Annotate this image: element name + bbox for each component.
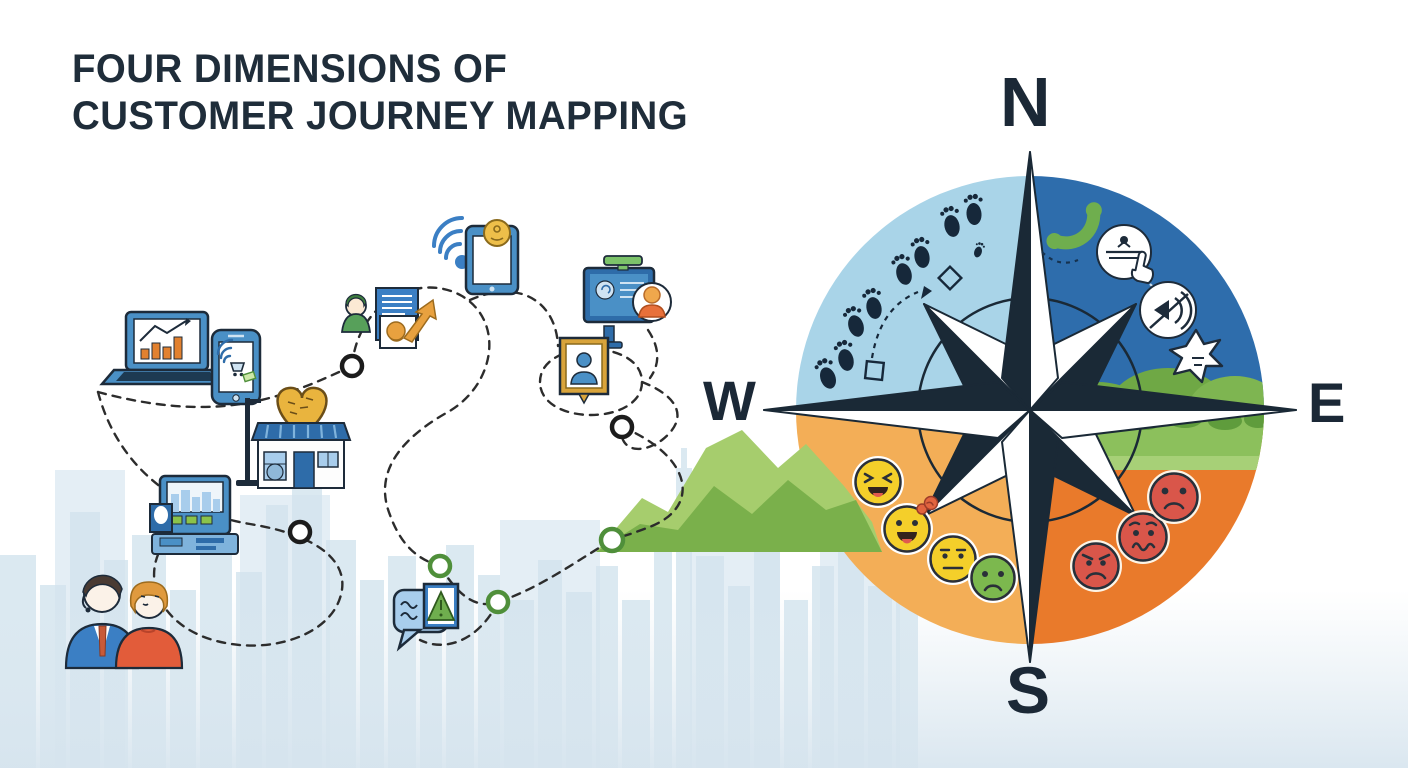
path-node-green (485, 589, 511, 615)
compass-label-west: W (703, 369, 756, 432)
emoji-sad-red (1147, 470, 1201, 524)
compass-label-south: S (1006, 653, 1051, 727)
title-line-1: FOUR DIMENSIONS OF (72, 47, 508, 91)
footprints-arrow-path (870, 290, 919, 359)
emoji-sad-green (968, 553, 1018, 603)
emoji-laughing (852, 456, 904, 508)
support-agent-with-documents-icon (340, 287, 437, 349)
arrowhead (921, 286, 932, 299)
wifi-tablet-notification-icon (432, 216, 520, 296)
title-line-2: CUSTOMER JOURNEY MAPPING (72, 94, 689, 138)
shopping-phone-icon (210, 328, 262, 406)
compass-label-north: N (1000, 63, 1051, 141)
customer-portrait-frame-icon (558, 336, 610, 405)
bottom-haze (0, 590, 1408, 768)
self-service-kiosk-icon (149, 474, 239, 555)
positive-emotions (852, 456, 1018, 603)
green-mountains (596, 430, 882, 552)
compass-label-east: E (1308, 371, 1346, 434)
click-touch-icon (1096, 224, 1154, 285)
path-node-green (598, 526, 626, 554)
video-call-monitor-icon (582, 255, 672, 349)
path-node (339, 353, 365, 379)
feedback-chat-bubble-icon (392, 582, 460, 652)
storefront-with-heart-icon (236, 386, 352, 489)
emoji-neutral (927, 533, 979, 585)
negative-emotions (1070, 470, 1201, 592)
path-node (287, 519, 313, 545)
analytics-laptop-icon (99, 310, 235, 386)
crumpled-note-icon (1168, 328, 1224, 384)
waypoint-marker-diamond (936, 264, 964, 292)
megaphone-sound-icon (1139, 281, 1197, 339)
path-node (609, 414, 635, 440)
path-node-green (427, 553, 453, 579)
start-marker-square (863, 359, 886, 382)
emoji-worried (1116, 510, 1170, 564)
compass-rose (763, 151, 1297, 663)
customer-pair-icon (64, 574, 184, 670)
journey-path-nodes (287, 353, 635, 615)
flower-accent (916, 495, 939, 515)
touchpoint-icons (1041, 202, 1224, 384)
emoji-angry (1070, 540, 1122, 592)
phone-handset-icon (1046, 202, 1102, 250)
page-title: FOUR DIMENSIONS OF CUSTOMER JOURNEY MAPP… (72, 46, 688, 140)
footprints-journey (812, 193, 986, 392)
emoji-happy (881, 503, 933, 555)
